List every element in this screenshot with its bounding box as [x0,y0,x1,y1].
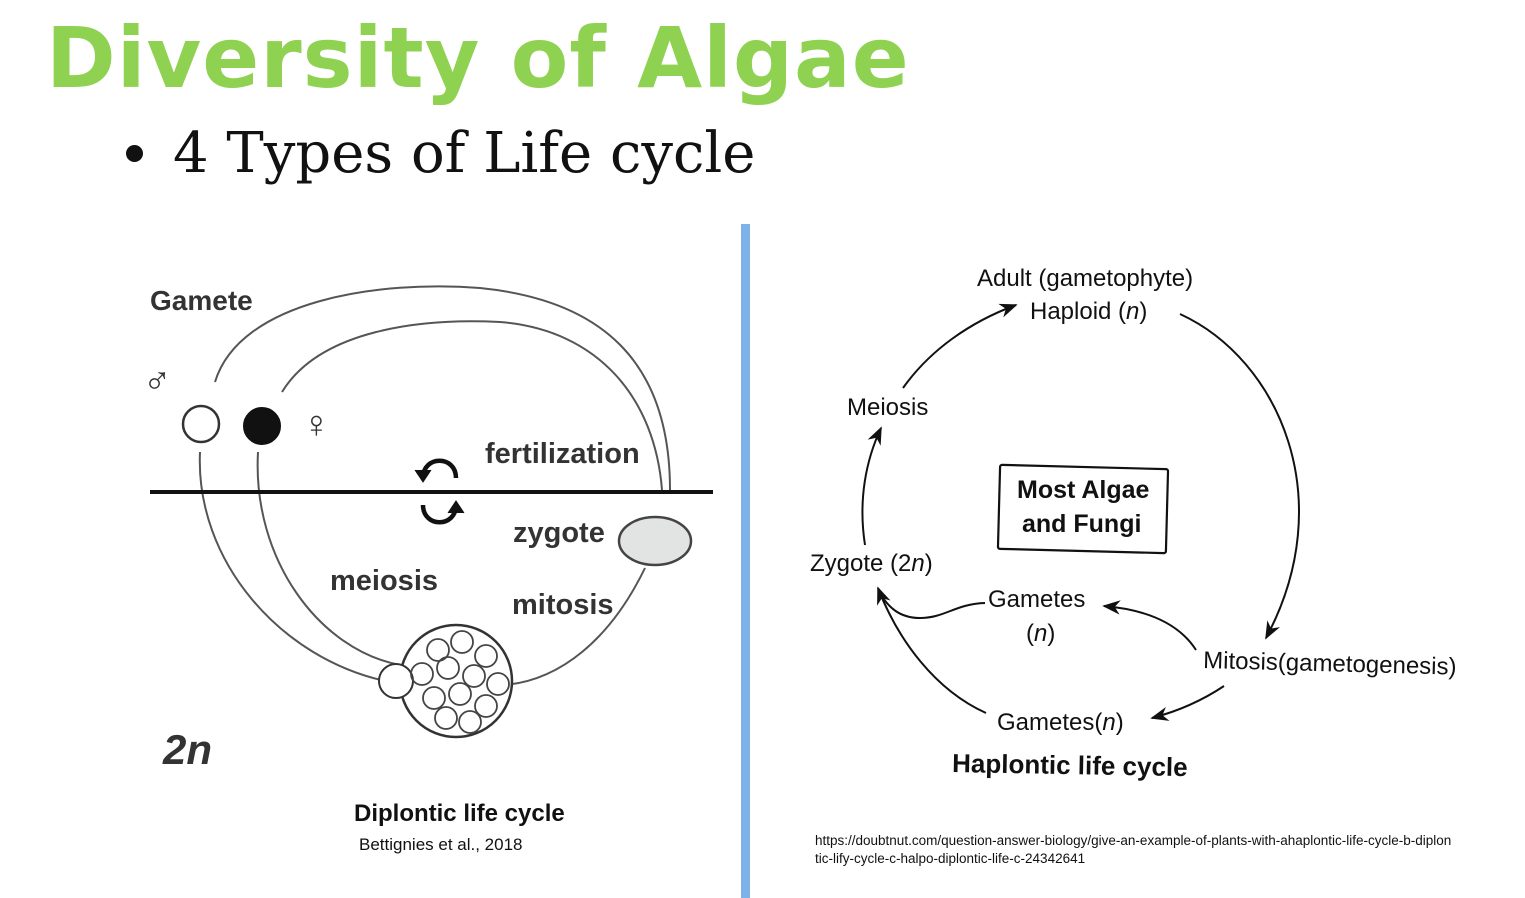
organism-box [996,463,1170,555]
fertilization-label: fertilization [485,438,640,470]
cycle-arrows-icon [414,458,465,525]
bullet-dot [126,144,143,162]
zygote-cell [617,515,693,567]
arrow-gametes-to-zygote [877,586,987,714]
outer-cycle-arc [214,285,671,491]
zygote-label: zygote [513,517,605,549]
diplontic-citation: Bettignies et al., 2018 [359,835,523,854]
meiosis-left-arc [198,451,391,683]
bullet-item: 4 Types of Life cycle [126,118,755,188]
arrow-mitosis-to-gametes [1150,685,1225,721]
meiosis-inner-arc [256,451,401,666]
ploidy-label: 2n [162,726,212,773]
arrow-zygote-to-meiosis [861,426,882,546]
arrow-inner-gametes-to-zygote [877,589,986,620]
slide-title: Diversity of Algae [46,9,910,107]
male-gamete [181,404,221,444]
female-symbol-icon: ♀ [302,404,331,446]
zygote-label-haplontic: Zygote (2n) [810,550,933,577]
inner-cycle-arc [281,320,663,491]
bottom-gametes-label: Gametes(n) [997,709,1124,736]
gamete-label: Gamete [150,285,253,316]
haploid-label: Haploid (n) [1030,298,1147,325]
arrow-meiosis-to-adult [902,303,1018,389]
diplontic-caption: Diplontic life cycle [354,800,565,827]
arrow-adult-to-mitosis [1179,313,1300,640]
inner-gametes-ploidy: (n) [1026,620,1055,647]
diplontic-diagram: Gamete ♂ ♀ fertilization zygote meiosis … [143,285,713,773]
organism-box-line2: and Fungi [1022,510,1141,538]
adult-label: Adult (gametophyte) [977,265,1193,292]
haplontic-caption: Haplontic life cycle [952,748,1188,782]
arrow-mitosis-to-inner-gametes [1102,600,1197,651]
bullet-text: 4 Types of Life cycle [173,120,756,186]
organism-box-line1: Most Algae [1017,476,1150,504]
mitosis-gametogenesis-label: Mitosis(gametogenesis) [1203,647,1457,681]
meiosis-label: meiosis [330,565,438,597]
haplontic-diagram: Most Algae and Fungi Adult (gametophyte)… [810,265,1457,782]
male-symbol-icon: ♂ [143,359,172,401]
panel-divider [741,224,750,898]
source-url[interactable]: https://doubtnut.com/question-answer-bio… [815,833,1452,866]
mitosis-arc [504,567,646,686]
meiosis-label-haplontic: Meiosis [847,394,928,421]
female-gamete [243,407,281,445]
inner-gametes-label: Gametes [988,586,1085,613]
meiosis-cell-cluster [378,623,514,739]
mitosis-label: mitosis [512,589,614,621]
